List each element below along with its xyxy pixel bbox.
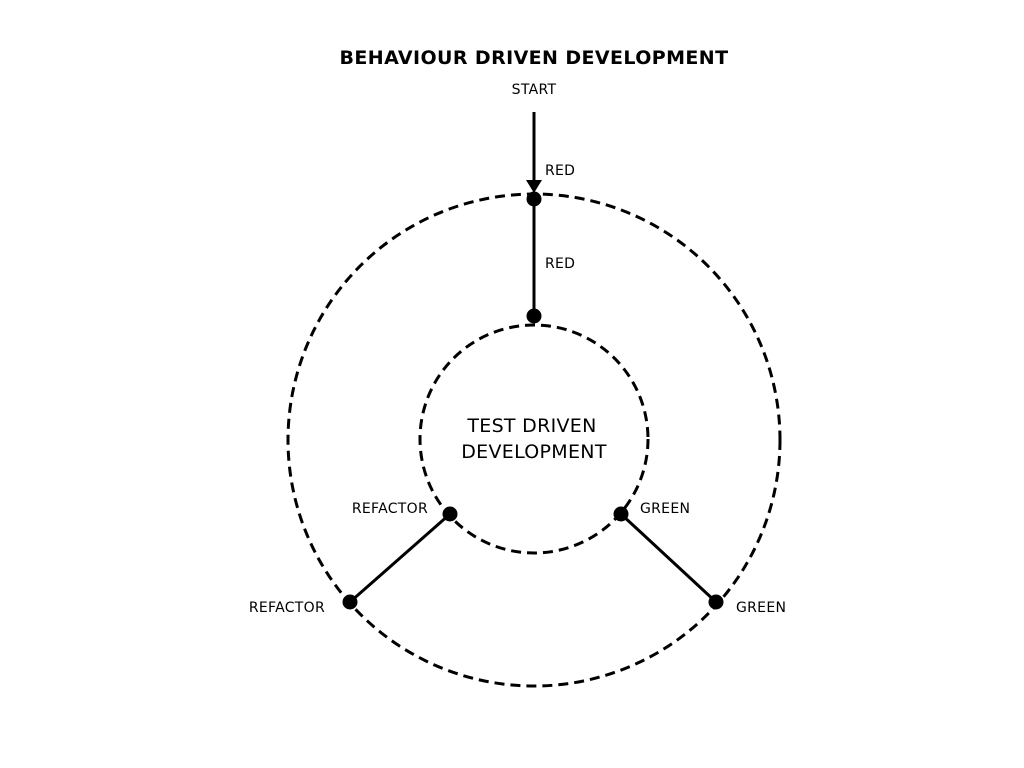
inner-green-label: GREEN bbox=[640, 501, 690, 517]
outer-green-label: GREEN bbox=[736, 600, 786, 616]
refactor-connector-line bbox=[349, 512, 451, 604]
inner-cycle-circle bbox=[418, 323, 650, 555]
inner-refactor-node bbox=[442, 506, 458, 522]
outer-red-node bbox=[526, 191, 542, 207]
green-connector-line bbox=[619, 512, 718, 604]
outer-refactor-node bbox=[342, 594, 358, 610]
start-arrow-head bbox=[526, 180, 542, 193]
inner-green-node bbox=[613, 506, 629, 522]
inner-refactor-label: REFACTOR bbox=[352, 501, 428, 517]
inner-red-node bbox=[526, 308, 542, 324]
outer-green-node bbox=[708, 594, 724, 610]
diagram-title: BEHAVIOUR DRIVEN DEVELOPMENT bbox=[340, 47, 729, 69]
connector-red-label: RED bbox=[545, 256, 575, 272]
outer-refactor-label: REFACTOR bbox=[249, 600, 325, 616]
outer-red-label: RED bbox=[545, 163, 575, 179]
center-title-line1: TEST DRIVEN bbox=[466, 415, 596, 437]
start-label: START bbox=[512, 82, 557, 98]
center-title-line2: DEVELOPMENT bbox=[461, 441, 607, 463]
